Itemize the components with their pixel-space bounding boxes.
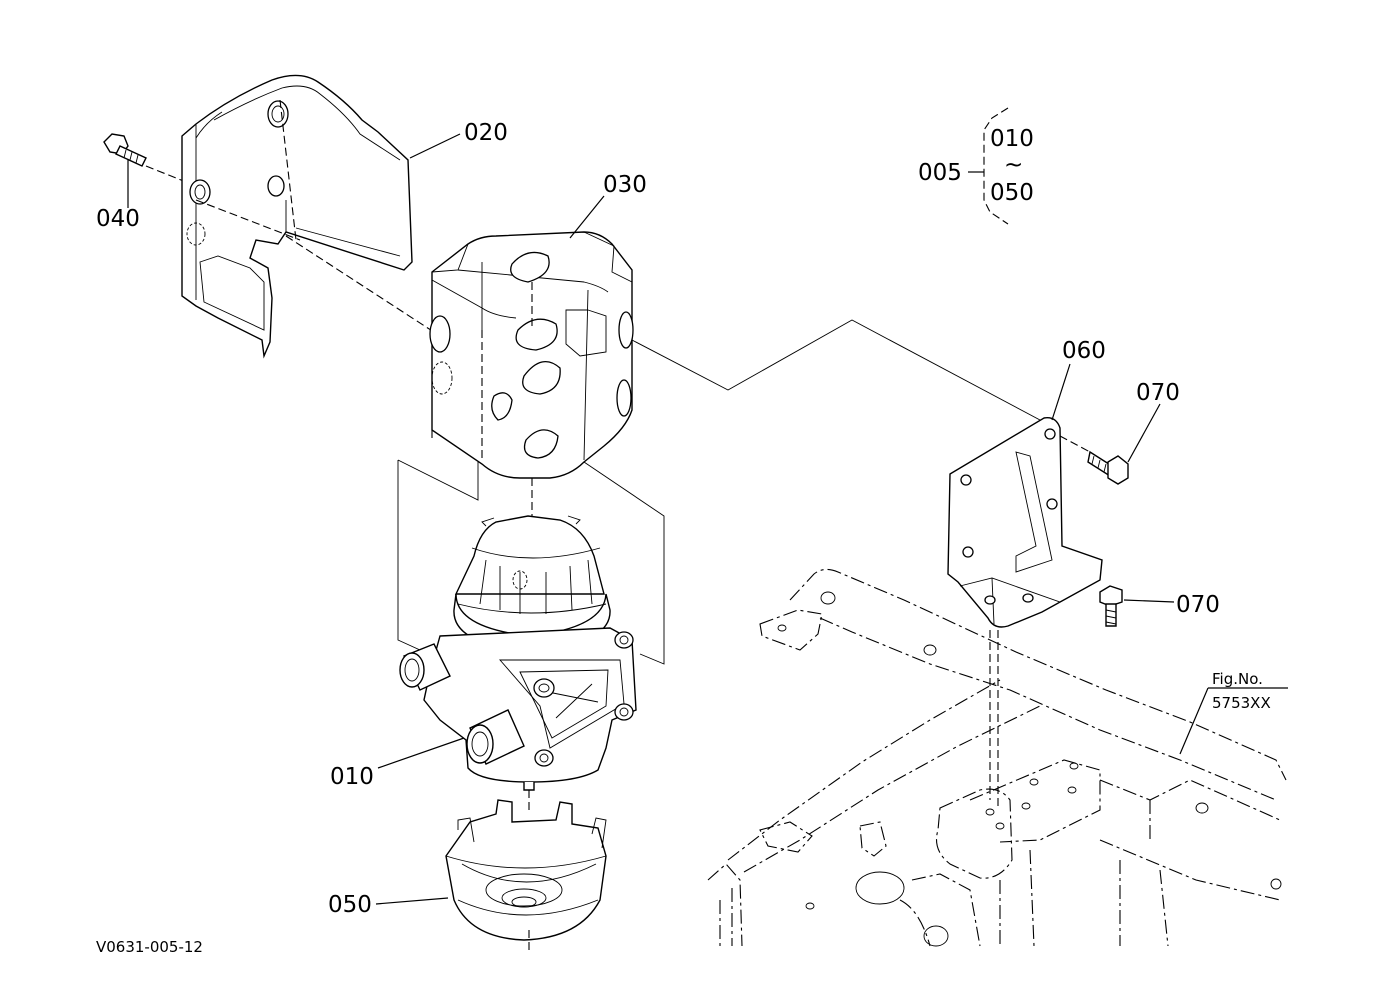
part-060-mount-bracket[interactable] <box>947 417 1103 810</box>
assembly-label: 005 <box>918 160 962 186</box>
callout-030: 030 <box>603 172 647 198</box>
callout-070-top: 070 <box>1136 380 1180 406</box>
callout-010: 010 <box>330 764 374 790</box>
frame-reference <box>707 568 1287 947</box>
callout-070-bottom: 070 <box>1176 592 1220 618</box>
part-020-cover[interactable] <box>181 74 441 359</box>
callout-020: 020 <box>464 120 508 146</box>
part-030-bracket[interactable] <box>429 231 634 520</box>
assembly-range-mark: ~ <box>1004 152 1023 178</box>
part-070-bolt-bottom[interactable] <box>1099 585 1123 627</box>
part-050-bowl[interactable] <box>445 799 607 952</box>
callout-060: 060 <box>1062 338 1106 364</box>
figure-ref-line2: 5753XX <box>1212 694 1271 712</box>
callout-040: 040 <box>96 206 140 232</box>
assembly-bracket <box>968 107 1009 225</box>
figure-ref-line1: Fig.No. <box>1212 670 1263 688</box>
guide-lines <box>397 319 1041 665</box>
assembly-range-start: 010 <box>990 126 1034 152</box>
part-040-bolt[interactable] <box>103 133 187 183</box>
leader-lines <box>127 133 1288 905</box>
part-010-filter-housing[interactable] <box>399 515 637 812</box>
callout-050: 050 <box>328 892 372 918</box>
assembly-range-end: 050 <box>990 180 1034 206</box>
drawing-code: V0631-005-12 <box>96 938 203 956</box>
part-070-bolt-top[interactable] <box>1059 435 1129 485</box>
